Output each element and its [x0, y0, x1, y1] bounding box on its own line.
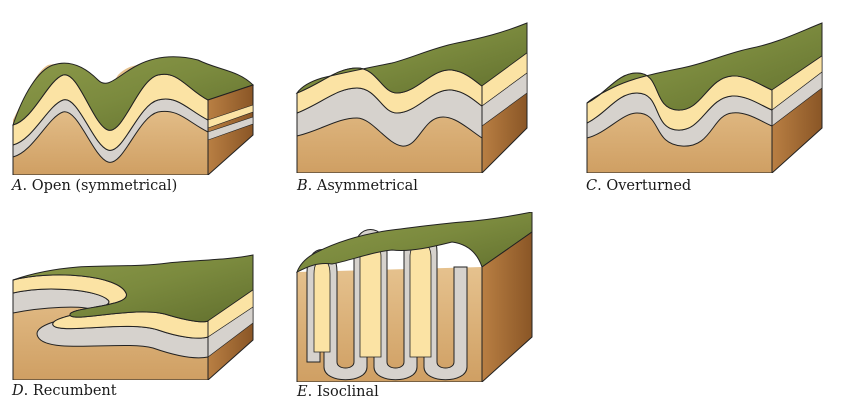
- isoclinal-fold-diagram: [296, 212, 533, 382]
- caption-letter: D: [12, 383, 24, 399]
- caption-letter: E: [297, 384, 308, 400]
- open-fold-diagram: [12, 56, 254, 175]
- caption-letter: A: [12, 178, 23, 194]
- fold-panel-recumbent: D. Recumbent: [8, 245, 258, 399]
- caption-text: Open (symmetrical): [31, 178, 178, 194]
- caption-text: Asymmetrical: [316, 178, 418, 194]
- caption-recumbent: D. Recumbent: [12, 383, 117, 399]
- caption-text: Recumbent: [32, 383, 117, 399]
- overturned-fold-diagram: [586, 22, 823, 173]
- asymmetrical-fold-diagram: [295, 22, 528, 173]
- caption-isoclinal: E. Isoclinal: [297, 384, 379, 400]
- fold-panel-overturned: C. Overturned: [582, 18, 827, 194]
- fold-panel-open: A. Open (symmetrical): [8, 50, 258, 194]
- recumbent-fold-diagram: [12, 254, 254, 380]
- caption-overturned: C. Overturned: [586, 178, 692, 194]
- fold-panel-asymmetrical: B. Asymmetrical: [292, 18, 532, 194]
- caption-asymmetrical: B. Asymmetrical: [297, 178, 418, 194]
- caption-letter: B: [297, 178, 308, 194]
- caption-letter: C: [586, 178, 598, 194]
- caption-open: A. Open (symmetrical): [12, 178, 178, 194]
- caption-text: Isoclinal: [316, 384, 379, 400]
- caption-text: Overturned: [606, 178, 692, 194]
- fold-panel-isoclinal: E. Isoclinal: [292, 212, 537, 400]
